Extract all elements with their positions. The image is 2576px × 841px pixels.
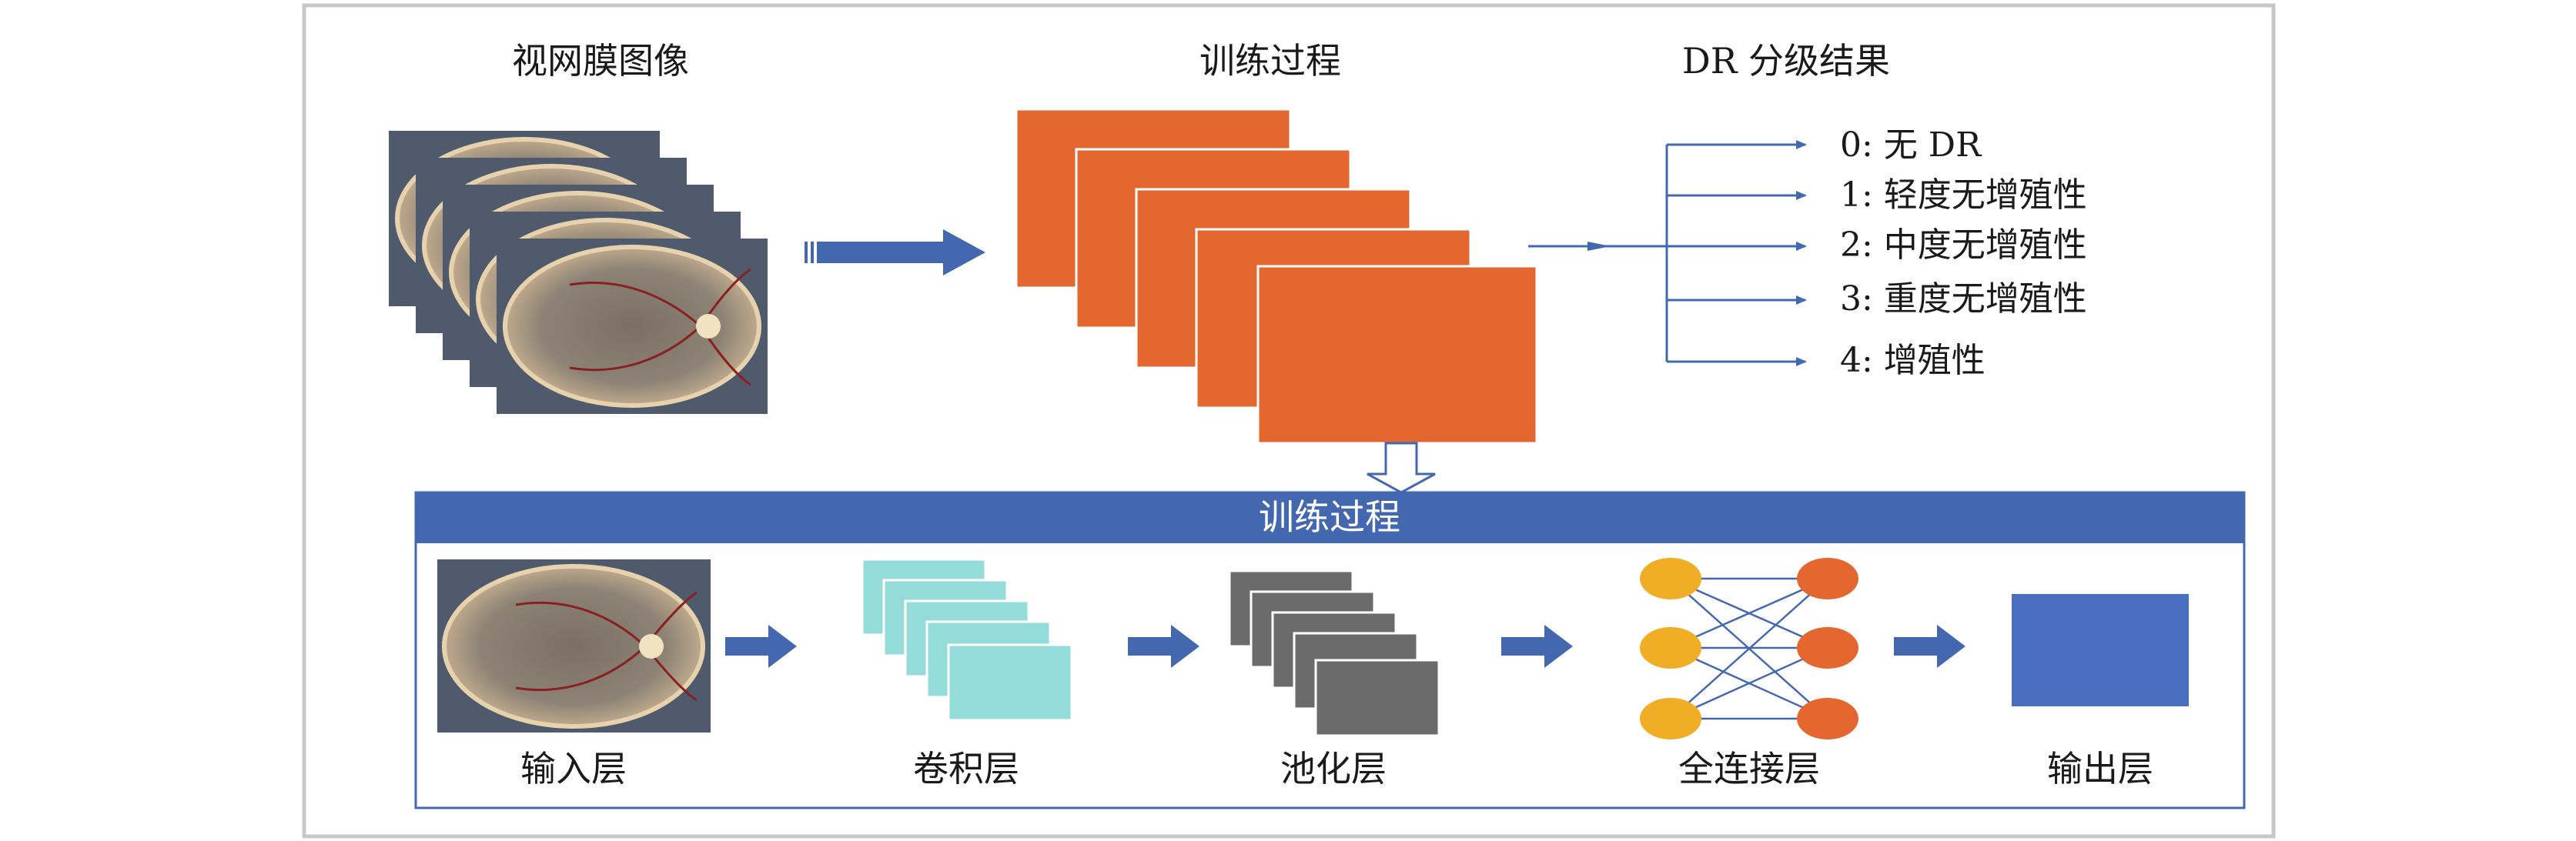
layer-arrow bbox=[1128, 625, 1199, 668]
output-layer-box bbox=[2012, 594, 2189, 706]
grade-4-label: 4: 增殖性 bbox=[1840, 341, 1986, 380]
grade-1-label: 1: 轻度无增殖性 bbox=[1840, 175, 2087, 215]
training-block-stack bbox=[1015, 108, 1538, 445]
conv-layer-label: 卷积层 bbox=[913, 748, 1019, 789]
fc-output-node bbox=[1797, 558, 1858, 599]
dr-grading-title: DR 分级结果 bbox=[1682, 40, 1890, 82]
training-block bbox=[1256, 265, 1538, 445]
fc-input-node bbox=[1640, 698, 1701, 739]
output-layer-label: 输出层 bbox=[2047, 748, 2153, 789]
retina-image bbox=[497, 239, 768, 414]
grade-2-label: 2: 中度无增殖性 bbox=[1840, 225, 2087, 265]
fc-output-node bbox=[1797, 698, 1858, 739]
pool-layer-label: 池化层 bbox=[1280, 748, 1387, 789]
input-layer-label: 输入层 bbox=[520, 748, 627, 789]
arrowhead-icon bbox=[1587, 242, 1611, 251]
layer-arrow bbox=[1894, 625, 1965, 668]
flow-arrow-to-training bbox=[805, 229, 985, 275]
fc-layer-label: 全连接层 bbox=[1678, 748, 1820, 789]
training-process-label: 训练过程 bbox=[1199, 40, 1341, 82]
fc-input-node bbox=[1640, 627, 1701, 669]
layer-arrow bbox=[725, 625, 797, 668]
conv-layer-stack bbox=[861, 558, 1073, 722]
pool-layer-stack bbox=[1228, 569, 1440, 737]
down-arrow-to-detail bbox=[1367, 442, 1436, 494]
fc-layer-network bbox=[1640, 558, 1858, 739]
detail-title-bar bbox=[416, 492, 2244, 543]
fc-output-node bbox=[1797, 627, 1858, 669]
grade-0-label: 0: 无 DR bbox=[1840, 125, 1982, 165]
input-layer-image bbox=[437, 559, 711, 733]
layer-arrow bbox=[1501, 625, 1573, 668]
detail-title: 训练过程 bbox=[1259, 496, 1400, 538]
retina-image-stack bbox=[389, 131, 768, 414]
retina-images-label: 视网膜图像 bbox=[512, 40, 689, 82]
grade-3-label: 3: 重度无增殖性 bbox=[1840, 279, 2087, 319]
fc-input-node bbox=[1640, 558, 1701, 599]
